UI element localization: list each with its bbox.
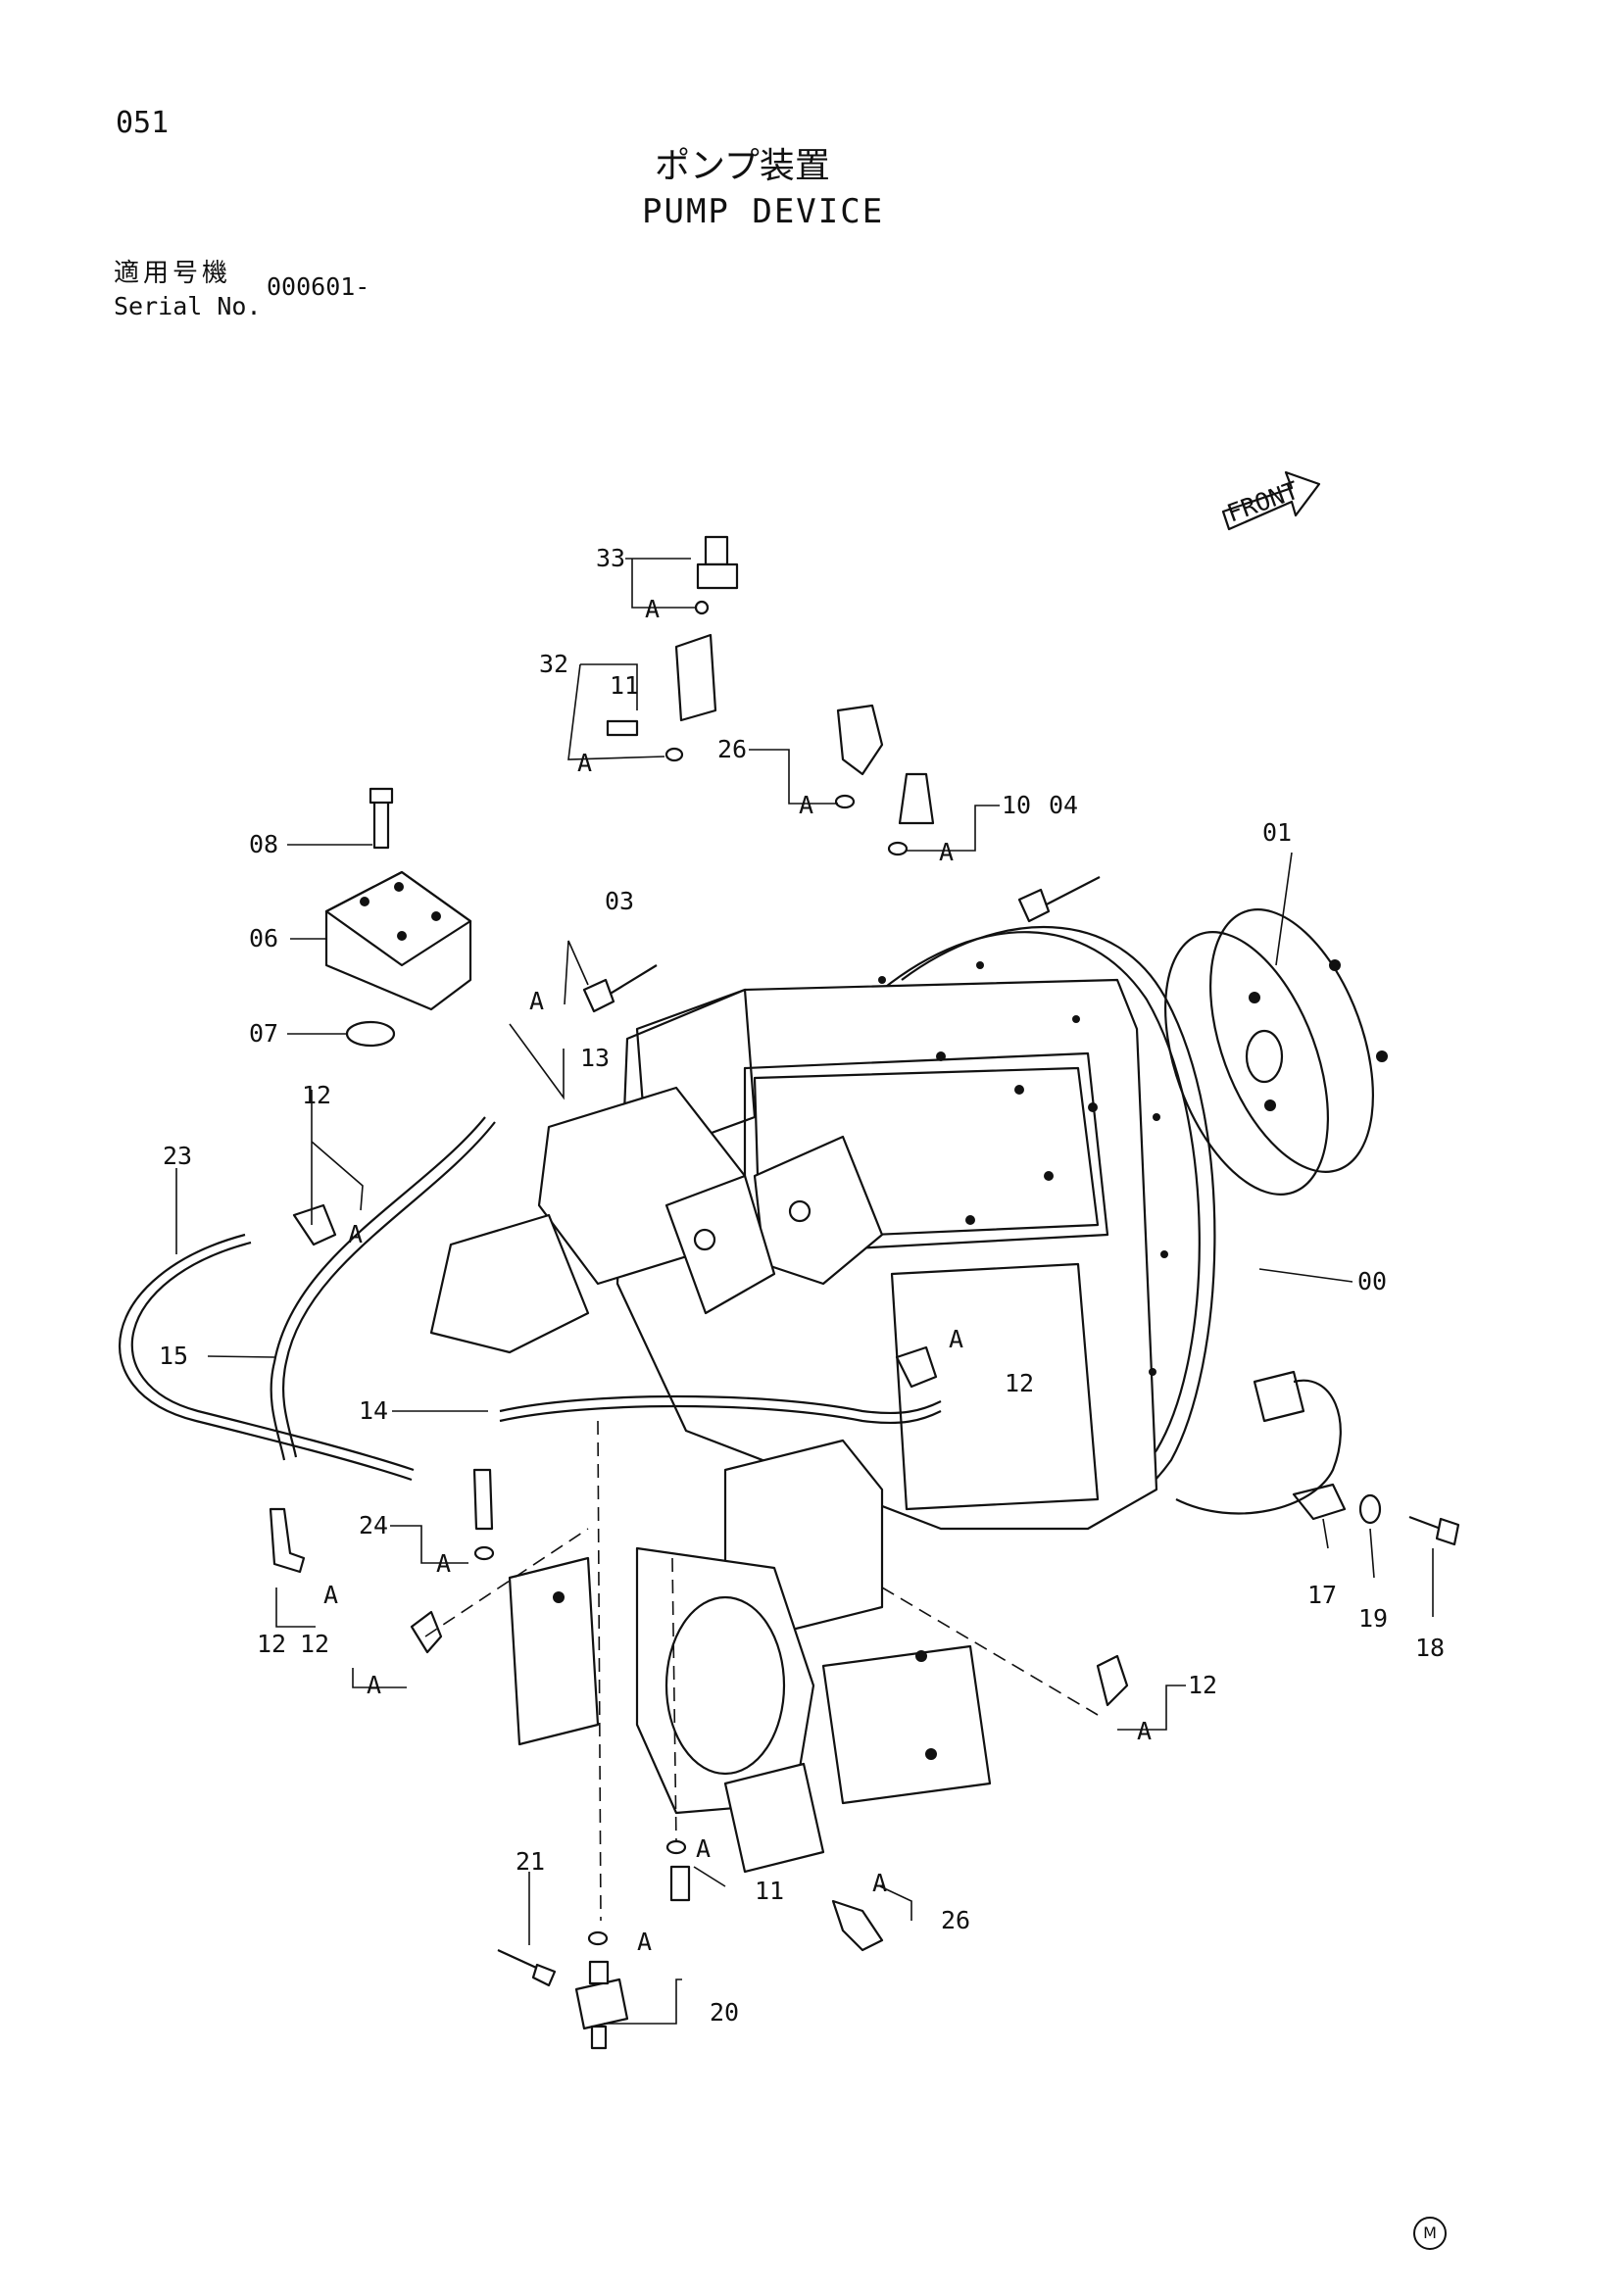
connector-harness [1175,1370,1342,1515]
callout-08: 08 [249,830,278,858]
callout-12: 12 [257,1630,286,1658]
callout-06: 06 [249,924,278,953]
o-ring-07 [345,1020,396,1048]
ref-letter: A [645,595,660,623]
ref-letter: A [348,1220,363,1248]
bolt-08 [369,787,394,850]
callout-19: 19 [1358,1604,1388,1633]
callout-04: 04 [1049,791,1078,819]
callout-14: 14 [359,1396,388,1425]
callout-32: 32 [539,650,568,678]
front-marker-label: FRONT [1223,476,1303,528]
callout-26: 26 [941,1906,970,1934]
ref-letter: A [367,1671,381,1699]
page-title-en: PUMP DEVICE [642,192,885,231]
callout-18: 18 [1415,1634,1445,1662]
callout-10: 10 [1002,791,1031,819]
callout-13: 13 [580,1044,610,1072]
clip-washer-bolt [1292,1483,1460,1546]
callout-11: 11 [610,671,639,700]
ref-letter: A [1137,1717,1152,1745]
lower-pump-section [508,1439,992,1874]
callout-00: 00 [1357,1267,1387,1295]
callout-07: 07 [249,1019,278,1048]
callout-21: 21 [516,1847,545,1876]
pump-housing-00 [615,925,1216,1531]
ref-letter: A [529,987,544,1015]
serial-label-jp: 適用号機 [114,259,232,288]
ref-letter: A [577,749,592,777]
page-title-jp: ポンプ装置 [655,146,830,186]
ref-letter: A [872,1869,887,1897]
serial-number: 000601- [267,272,370,301]
damper-disc-01 [1164,908,1388,1196]
callout-01: 01 [1262,818,1292,847]
callout-12: 12 [1188,1671,1217,1699]
callout-23: 23 [163,1142,192,1170]
fitting-10 [887,772,935,856]
callout-15: 15 [159,1342,188,1370]
elbow-fitting-26 [831,704,884,1952]
ref-letter: A [323,1581,338,1609]
callout-03: 03 [605,887,634,915]
ref-letter: A [637,1928,652,1956]
bolts-03-04 [582,876,1101,1013]
maker-mark: M [1413,2217,1447,2250]
manifold-block-06 [324,870,472,1011]
bolt-21 [497,1949,557,1987]
hoses [118,1116,942,1482]
callout-24: 24 [359,1511,388,1539]
callout-26: 26 [717,735,747,763]
ref-letter: A [949,1325,963,1353]
ref-letter-group: A A A A A A A A A A A A A A [323,595,1152,1956]
leader-lines [175,558,1434,2025]
ref-letter: A [799,791,813,819]
callout-17: 17 [1307,1581,1337,1609]
callout-numbers: 33 32 11 26 10 04 01 08 06 03 07 13 12 2… [159,544,1445,2027]
page-number: 051 [116,106,170,140]
callout-33: 33 [596,544,625,572]
ref-letter: A [696,1834,711,1863]
sensor-20 [574,1930,629,2050]
regulator-blocks [429,1086,884,1354]
block-32 [606,633,717,762]
pressure-sensor-33 [694,535,739,615]
callout-11: 11 [755,1877,784,1905]
callout-20: 20 [710,1998,739,2027]
callout-12: 12 [300,1630,329,1658]
front-direction-marker: FRONT [1221,470,1321,531]
callout-12: 12 [1005,1369,1034,1397]
ref-letter: A [939,838,954,866]
serial-label-en: Serial No. [114,292,262,320]
ref-letter: A [436,1549,451,1578]
callout-12: 12 [302,1081,331,1109]
